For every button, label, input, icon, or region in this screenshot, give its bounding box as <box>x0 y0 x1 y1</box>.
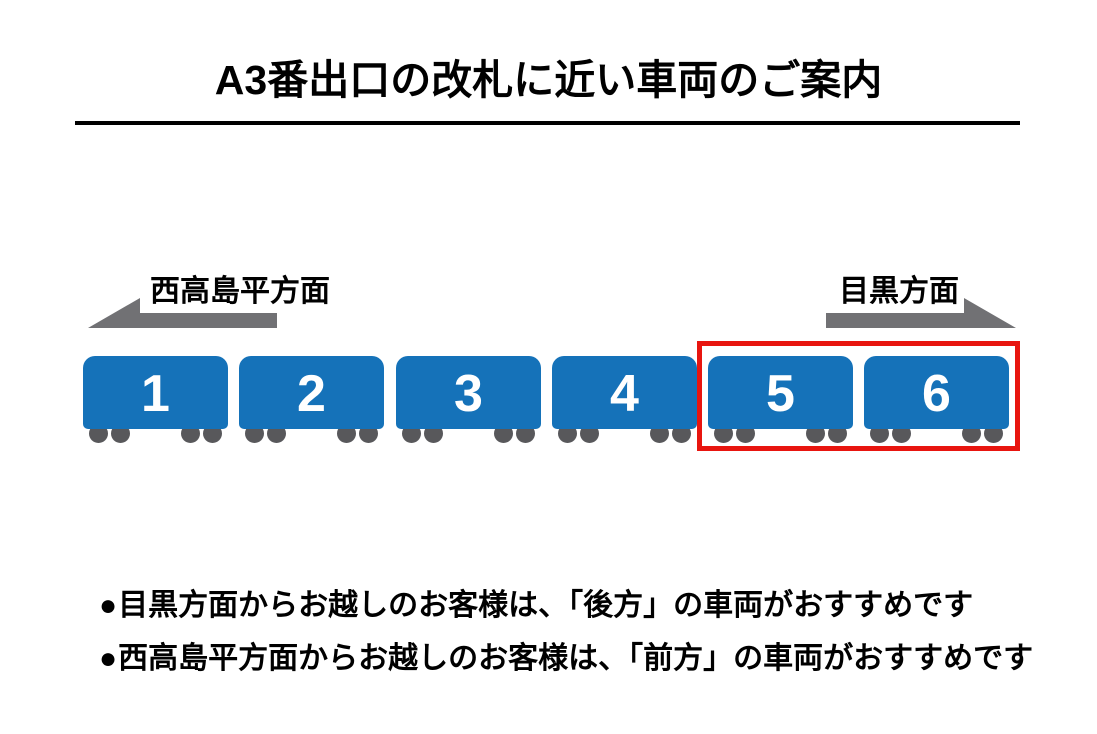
note-nishi-takashimadaira-direction: ●西高島平方面からお越しのお客様は、「前方」の車両がおすすめです <box>99 643 1033 674</box>
note-text: 西高島平方面からお越しのお客様は、「前方」の車両がおすすめです <box>118 642 1034 675</box>
car-body: 4 <box>552 356 697 429</box>
train-diagram: 1 2 3 4 <box>83 356 1014 443</box>
car-body: 1 <box>83 356 228 429</box>
train-car-5: 5 <box>708 356 853 443</box>
recommended-cars-highlight <box>697 341 1020 451</box>
note-meguro-direction: ●目黒方面からお越しのお客様は、「後方」の車両がおすすめです <box>99 590 1033 621</box>
notes-section: ●目黒方面からお越しのお客様は、「後方」の車両がおすすめです ●西高島平方面から… <box>99 590 1033 696</box>
car-body: 3 <box>396 356 541 429</box>
train-car-1: 1 <box>83 356 228 443</box>
car-number: 2 <box>297 364 326 423</box>
left-arrow-icon <box>88 298 277 328</box>
bullet-icon: ● <box>99 589 118 622</box>
car-number: 5 <box>766 364 795 423</box>
car-number: 6 <box>922 364 951 423</box>
car-number: 1 <box>141 364 170 423</box>
direction-label-meguro: 目黒方面 <box>839 275 959 308</box>
direction-label-nishi-takashimadaira: 西高島平方面 <box>150 275 330 308</box>
right-arrow-icon <box>826 298 1016 328</box>
train-car-6: 6 <box>864 356 1009 443</box>
train-car-4: 4 <box>552 356 697 443</box>
car-body: 6 <box>864 356 1009 429</box>
car-body: 5 <box>708 356 853 429</box>
page-title: A3番出口の改札に近い車両のご案内 <box>214 57 883 103</box>
train-car-3: 3 <box>396 356 541 443</box>
bullet-icon: ● <box>99 642 118 675</box>
train-car-2: 2 <box>239 356 384 443</box>
car-number: 3 <box>454 364 483 423</box>
car-number: 4 <box>610 364 639 423</box>
note-text: 目黒方面からお越しのお客様は、「後方」の車両がおすすめです <box>118 589 974 622</box>
title-divider <box>75 121 1020 125</box>
car-body: 2 <box>239 356 384 429</box>
